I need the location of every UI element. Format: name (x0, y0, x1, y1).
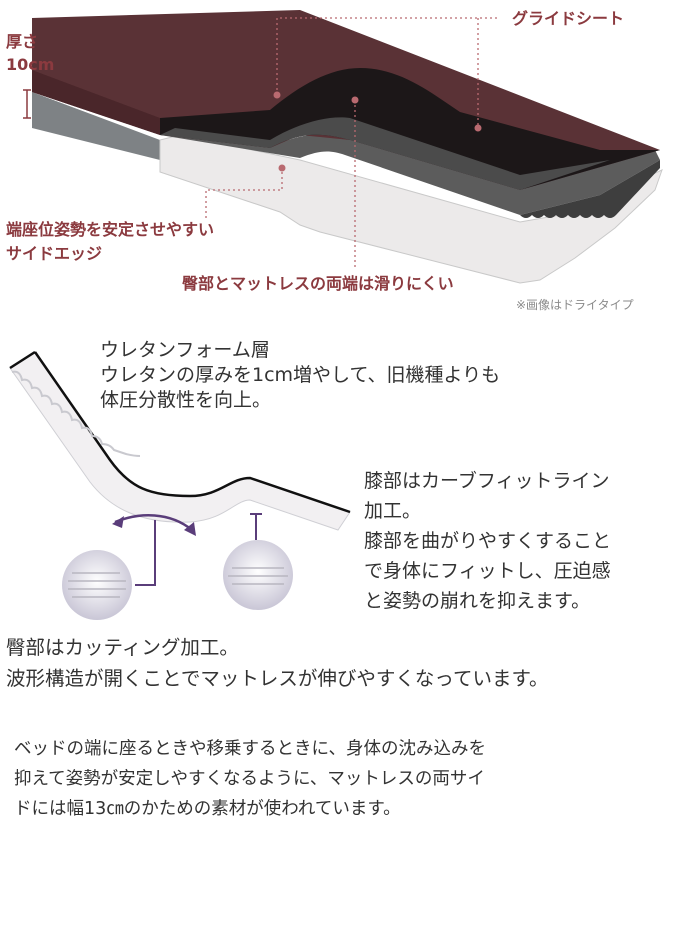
hip-leader (135, 520, 156, 586)
urethane-line-3: 体圧分散性を向上。 (100, 389, 272, 411)
knee-cross-section-icon (223, 540, 293, 610)
cover-line (33, 351, 351, 514)
knee-line-2: 加工。 (364, 500, 422, 522)
image-note: ※画像はドライタイプ (516, 298, 634, 312)
callout-side-edge: 端座位姿勢を安定させやすい サイドエッジ (6, 218, 214, 266)
mattress-cover-front (32, 70, 160, 135)
cover-line-left (9, 350, 36, 370)
knee-line-4: で身体にフィットし、圧迫感 (364, 560, 611, 582)
urethane-description: ウレタンフォーム層 ウレタンの厚みを1cm増やして、旧機種よりも 体圧分散性を向… (100, 338, 500, 413)
callout-side-edge-line-1: 端座位姿勢を安定させやすい (6, 220, 215, 239)
foam-cross-section (159, 134, 663, 284)
knee-description: 膝部はカーブフィットライン 加工。 膝部を曲がりやすくすること で身体にフィット… (364, 466, 611, 616)
urethane-line-1: ウレタンフォーム層 (100, 339, 270, 361)
hip-description: 臀部はカッティング加工。 波形構造が開くことでマットレスが伸びやすくなっています… (6, 632, 549, 694)
mattress-illustration (23, 10, 663, 284)
thickness-label-line-2: 10cm (6, 55, 55, 74)
thickness-label: 厚さ 10cm (6, 30, 54, 76)
cut-wave-edge (11, 370, 141, 457)
hip-line-2: 波形構造が開くことでマットレスが伸びやすくなっています。 (6, 667, 549, 690)
glide-sheet-leader (276, 17, 500, 95)
side-edge-description: ベッドの端に座るときや移乗するときに、身体の沈み込みを 抑えて姿勢が安定しやすく… (14, 734, 486, 824)
inner-foam-surface (160, 117, 610, 190)
edge-leader (205, 170, 283, 218)
knee-line-3: 膝部を曲がりやすくすること (364, 530, 612, 552)
urethane-foam-layer (160, 134, 660, 215)
urethane-line-2: ウレタンの厚みを1cm増やして、旧機種よりも (100, 364, 501, 386)
callout-glide-sheet: グライドシート (512, 9, 625, 28)
thickness-label-line-1: 厚さ (6, 32, 39, 51)
callout-anti-slip: 臀部とマットレスの両端は滑りにくい (182, 274, 454, 293)
hip-cross-section-icon (62, 550, 132, 620)
bottom-line-1: ベッドの端に座るときや移乗するときに、身体の沈み込みを (14, 739, 486, 759)
callout-side-edge-line-2: サイドエッジ (6, 244, 103, 263)
bottom-line-3: ドには幅13㎝のかための素材が使われています。 (14, 799, 401, 819)
glide-sheet-cutaway (160, 68, 660, 190)
bottom-line-2: 抑えて姿勢が安定しやすくなるように、マットレスの両サイ (14, 769, 485, 789)
foam-wave-edge (520, 160, 660, 218)
knee-line-1: 膝部はカーブフィットライン (364, 470, 610, 492)
mattress-side-edge (32, 92, 160, 160)
knee-line-5: と姿勢の崩れを抑えます。 (364, 590, 591, 612)
hip-line-1: 臀部はカッティング加工。 (6, 636, 239, 659)
